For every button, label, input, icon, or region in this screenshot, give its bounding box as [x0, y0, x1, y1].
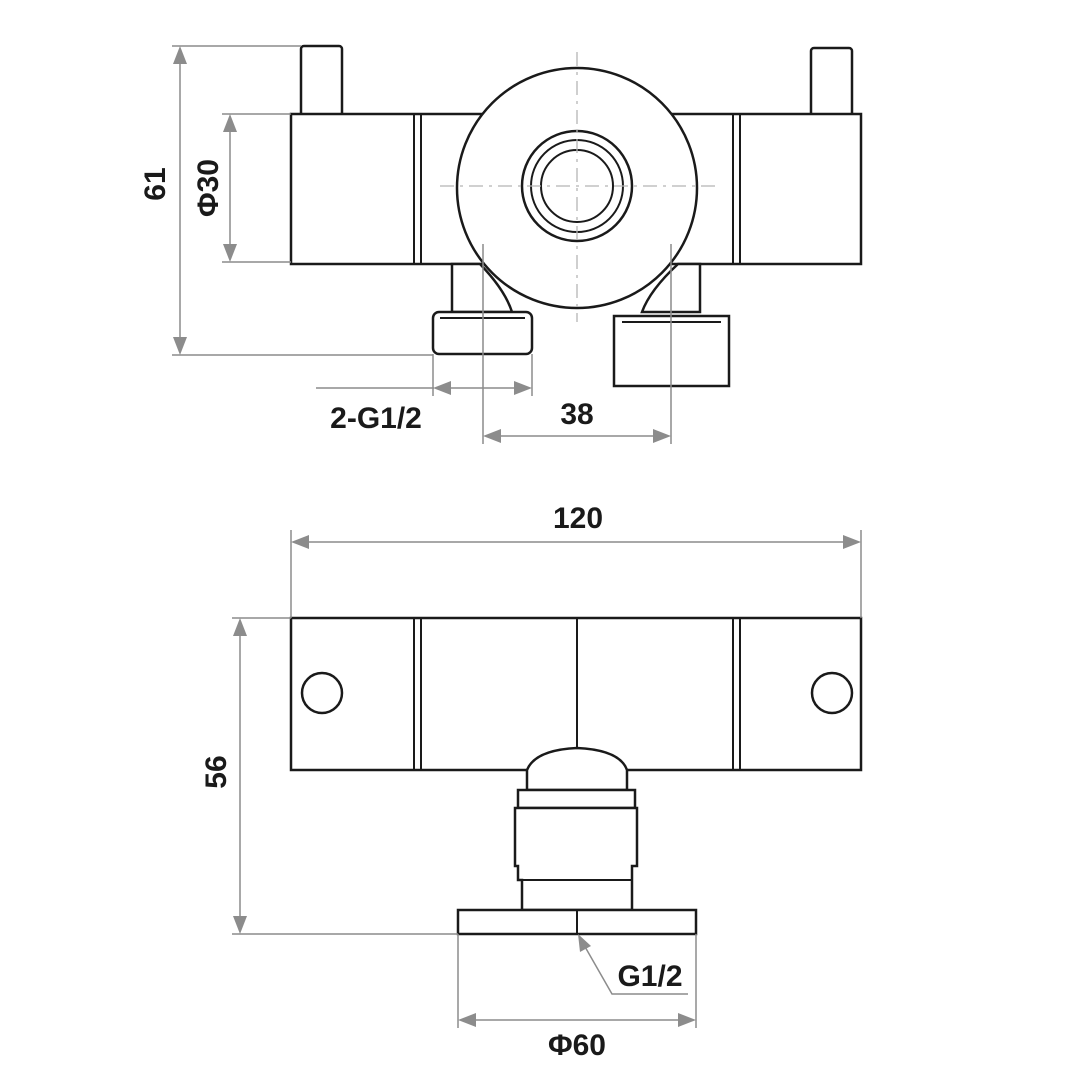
dim-d30-arrow-bottom: [223, 244, 237, 262]
g12-leader: [579, 937, 688, 995]
top-view: 61 Φ30 2-G1/2 38: [139, 44, 863, 444]
dim-38-label: 38: [560, 398, 593, 431]
dim-38-arrow-right: [653, 429, 671, 443]
inlet-collar: [516, 788, 637, 810]
inlet-dome: [525, 746, 629, 792]
dim-120-arrow-right: [843, 535, 861, 549]
dim-56-arrow-bottom: [233, 916, 247, 934]
right-mounting-hole: [810, 671, 854, 715]
dim-d60-arrow-right: [678, 1013, 696, 1027]
dim-g12-arrow-right: [514, 381, 532, 395]
dim-61-arrow-top: [173, 46, 187, 64]
g12-leader-arrow: [578, 934, 591, 952]
dim-d30-arrow-top: [223, 114, 237, 132]
dim-g12-label: 2-G1/2: [330, 402, 422, 435]
dim-d60-label: Φ60: [548, 1029, 606, 1062]
dim-56-label: 56: [200, 755, 233, 788]
front-view: 120 56 G1/2 Φ60: [200, 502, 863, 1062]
dim-61-arrow-bottom: [173, 337, 187, 355]
dim-120-label: 120: [553, 502, 603, 535]
dim-56-arrow-top: [233, 618, 247, 636]
dim-38-arrow-left: [483, 429, 501, 443]
left-mounting-pin: [299, 44, 344, 118]
inlet-body: [513, 806, 639, 912]
g12-label: G1/2: [617, 960, 682, 993]
right-mounting-pin: [809, 46, 854, 118]
dim-d30-label: Φ30: [192, 159, 225, 217]
dim-120-arrow-left: [291, 535, 309, 549]
left-mounting-hole: [300, 671, 344, 715]
dim-61-label: 61: [139, 167, 172, 200]
dim-d60-arrow-left: [458, 1013, 476, 1027]
dim-g12-arrow-left: [433, 381, 451, 395]
